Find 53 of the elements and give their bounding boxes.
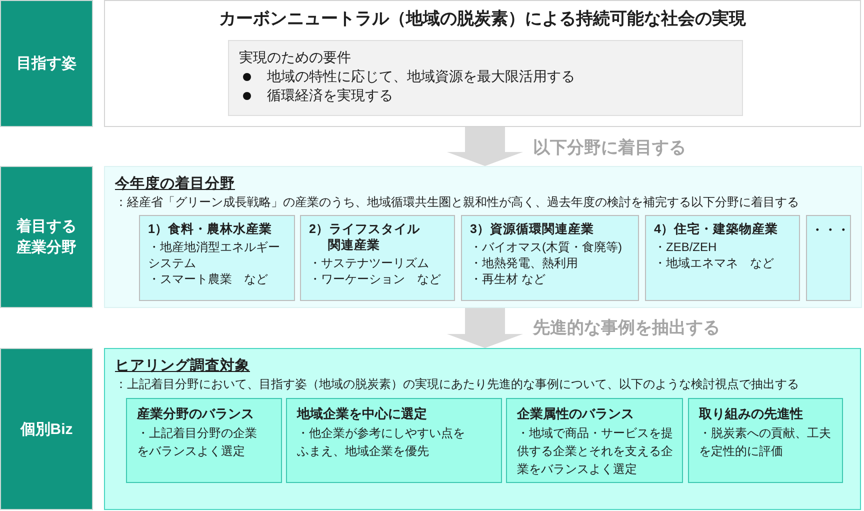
row-header-panel xyxy=(0,348,93,510)
selection-section-panel xyxy=(104,348,861,510)
row-header-panel xyxy=(0,0,93,127)
card-item: ・地域で商品・サービスを提供する企業とそれを支える企業をバランスよく選定 xyxy=(517,425,674,478)
row-header-text: 着目する産業分野 xyxy=(15,216,78,258)
card-item: ・脱炭素への貢献、工夫を定性的に評価 xyxy=(699,425,832,460)
section-heading: 今年度の着目分野 xyxy=(115,175,235,193)
requirements-panel xyxy=(228,40,743,116)
card-heading: 2）ライフスタイル関連産業 xyxy=(309,221,421,253)
industry-card xyxy=(645,215,800,301)
card-item: ・ZEB/ZEH xyxy=(654,239,718,255)
edge-label: 以下分野に着目する xyxy=(533,138,686,158)
card-heading: 産業分野のバランス xyxy=(137,405,255,422)
section-description: ：経産省「グリーン成長戦略」の産業のうち、地域循環共生圏と親和性が高く、過去年度の検討を補完する以下分野に着目する xyxy=(115,194,800,210)
card-heading: 1）食料・農林水産業 xyxy=(148,221,273,237)
card-item: ・地域エネマネ など xyxy=(654,255,775,271)
goal-title: カーボンニュートラル（地域の脱炭素）による持続可能な社会の実現 xyxy=(219,9,746,29)
card-item: ・上記着目分野の企業をバランスよく選定 xyxy=(137,425,258,460)
criterion-card xyxy=(126,398,282,483)
card-heading: 4）住宅・建築物産業 xyxy=(654,221,779,237)
criterion-card xyxy=(506,398,683,483)
industry-card xyxy=(139,215,295,301)
card-item: ・スマート農業 など xyxy=(148,271,269,287)
card-item: ・地熱発電、熱利用 xyxy=(470,255,579,271)
card-heading: 地域企業を中心に選定 xyxy=(297,405,428,422)
card-item: ・他企業が参考にしやすい点をふまえ、地域企業を優先 xyxy=(297,425,466,460)
goal-panel xyxy=(104,0,861,127)
requirement-text: 循環経済を実現する xyxy=(267,86,393,105)
card-item: ・ワーケーション など xyxy=(309,271,442,287)
criterion-card xyxy=(688,398,843,483)
requirement-text: 地域の特性に応じて、地域資源を最大限活用する xyxy=(267,67,575,86)
card-item: ・サステナツーリズム xyxy=(309,255,430,271)
row-header-text: 目指す姿 xyxy=(16,54,76,74)
industry-card xyxy=(461,215,639,301)
criterion-card xyxy=(286,398,502,483)
more-card xyxy=(806,215,851,301)
card-item: ・再生材 など xyxy=(470,271,546,287)
card-item: ・地産地消型エネルギーシステム xyxy=(148,239,281,271)
arrow xyxy=(447,308,523,348)
arrow xyxy=(447,127,523,166)
card-heading: 取り組みの先進性 xyxy=(699,405,804,422)
requirements-heading: 実現のための要件 xyxy=(239,48,352,67)
card-heading: 企業属性のバランス xyxy=(517,405,635,422)
card-item: ・バイオマス(木質・食廃等) xyxy=(470,239,623,255)
section-heading: ヒアリング調査対象 xyxy=(115,357,250,375)
row-header-panel xyxy=(0,166,93,308)
row-header-text: 個別Biz xyxy=(20,420,73,440)
section-description: ：上記着目分野において、目指す姿（地域の脱炭素）の実現にあたり先進的な事例について、以下のような検討視点で抽出する xyxy=(115,376,800,392)
card-heading: 3）資源循環関連産業 xyxy=(470,221,595,237)
more-indicator: ・・・ xyxy=(811,222,850,238)
edge-label: 先進的な事例を抽出する xyxy=(533,318,720,338)
industry-card xyxy=(300,215,455,301)
focus-section-panel xyxy=(104,166,862,308)
